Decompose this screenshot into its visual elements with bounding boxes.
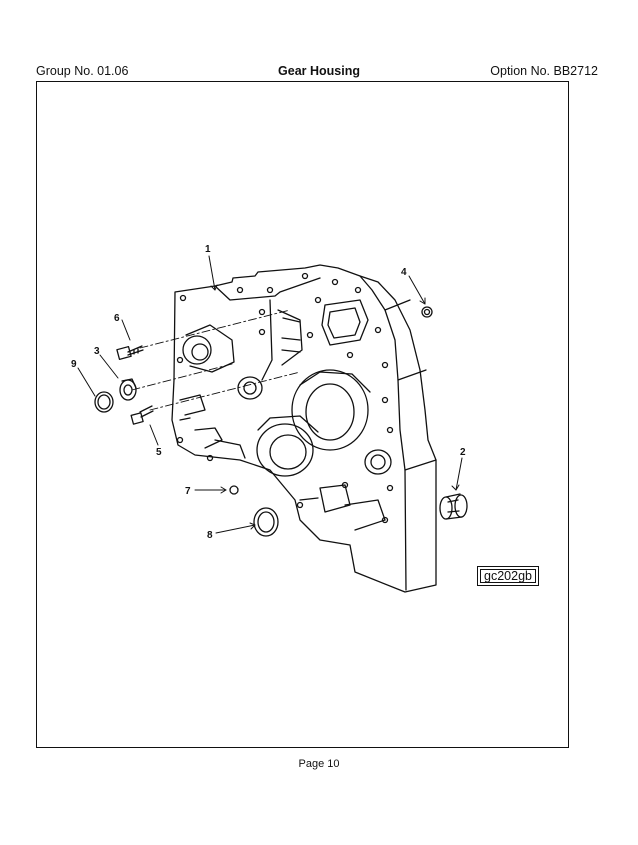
page-title: Gear Housing [278, 64, 360, 78]
housing-side-face [359, 275, 407, 591]
part-8-seal [253, 507, 279, 537]
part-9-seal [94, 391, 114, 413]
leader-lines [77, 255, 463, 534]
figure-id-inner-border [480, 569, 536, 583]
part-3-bearing [119, 378, 137, 401]
callout-3: 3 [94, 346, 100, 357]
figure-id-box: gc202gb [477, 566, 539, 586]
bolt-holes [176, 272, 394, 524]
page-number: Page 10 [298, 758, 340, 770]
option-number: Option No. BB2712 [490, 64, 598, 78]
callout-9: 9 [71, 359, 77, 370]
callout-2: 2 [460, 447, 466, 458]
part-6-bolt [116, 345, 144, 361]
part-5-fitting [130, 405, 154, 425]
centerlines [131, 309, 301, 411]
group-number: Group No. 01.06 [36, 64, 129, 78]
drawing-frame [36, 81, 569, 748]
callout-6: 6 [114, 313, 120, 324]
callout-5: 5 [156, 447, 162, 458]
part-4-plug [421, 306, 433, 318]
callout-4: 4 [401, 267, 407, 278]
callout-1: 1 [205, 244, 211, 255]
housing-outline [171, 264, 437, 593]
part-7-plug [229, 485, 239, 495]
callout-7: 7 [185, 486, 191, 497]
part-2-bearing [439, 493, 468, 520]
figure-id-label: gc202gb [484, 569, 532, 583]
top-flange [214, 277, 321, 301]
callout-8: 8 [207, 530, 213, 541]
